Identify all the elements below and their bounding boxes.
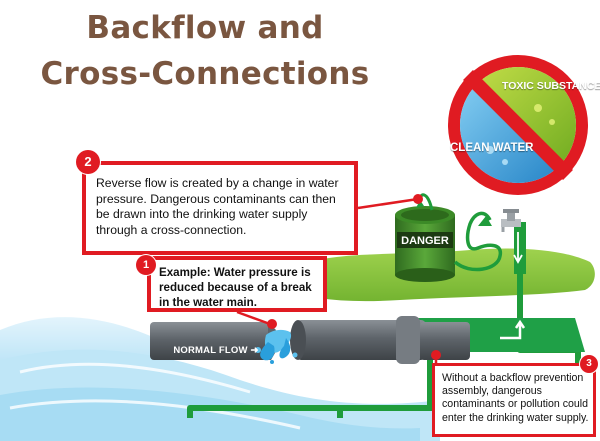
page-title-line-2: Cross-Connections xyxy=(40,56,370,92)
normal-flow-label: NORMAL FLOW ➜ xyxy=(171,345,261,356)
danger-barrel-label: DANGER xyxy=(401,235,449,247)
faucet xyxy=(501,209,526,274)
toxic-clean-sign xyxy=(448,55,588,195)
leader-dot-3 xyxy=(431,350,441,360)
water-main-pipe xyxy=(150,316,470,364)
step-badge-2: 2 xyxy=(76,150,100,174)
callout-text: Example: Water pressure is reduced becau… xyxy=(159,266,312,309)
callout-text: Reverse flow is created by a change in w… xyxy=(96,176,339,237)
right-arrow-icon: ➜ xyxy=(247,345,259,356)
page-title-line-1: Backflow and xyxy=(86,10,324,46)
step-badge-1: 1 xyxy=(136,255,156,275)
water-waves xyxy=(0,317,440,441)
normal-flow-text: NORMAL FLOW xyxy=(173,345,248,356)
callout-reverse-flow: Reverse flow is created by a change in w… xyxy=(82,161,358,255)
callout-text: Without a backflow prevention assembly, … xyxy=(442,372,589,424)
callout-pressure-drop: Example: Water pressure is reduced becau… xyxy=(147,256,327,312)
step-badge-3: 3 xyxy=(580,355,598,373)
leader-dot-2 xyxy=(413,194,423,204)
water-splash xyxy=(255,329,298,364)
leader-dot-1 xyxy=(267,319,277,329)
danger-barrel xyxy=(395,206,455,282)
callout-backflow-prevention: Without a backflow prevention assembly, … xyxy=(432,363,596,437)
toxic-substance-label: TOXIC SUBSTANCE xyxy=(502,80,600,92)
clean-water-label: CLEAN WATER xyxy=(450,142,534,154)
